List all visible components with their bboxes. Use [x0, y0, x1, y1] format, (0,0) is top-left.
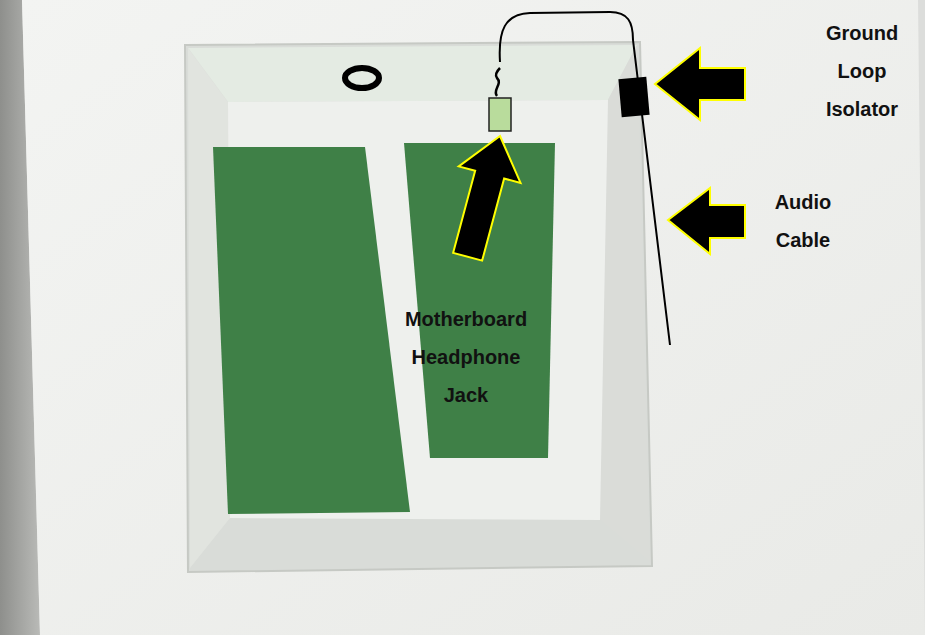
- recess-wall-top: [188, 45, 637, 102]
- audio-cable: [500, 12, 670, 345]
- circuit-board: [213, 147, 410, 514]
- callout-label: Motherboard Headphone Jack: [405, 300, 527, 414]
- recess-frame: [185, 42, 652, 572]
- ground-loop-isolator: [618, 77, 649, 117]
- jack-wire: [496, 68, 500, 96]
- callout-label: Ground Loop Isolator: [826, 14, 898, 128]
- ring: [345, 68, 379, 88]
- housing-panel: [22, 0, 925, 635]
- callout-arrow: [437, 128, 531, 265]
- callout-arrow: [655, 48, 745, 120]
- callout-arrow: [668, 188, 745, 254]
- callout-label: Audio Cable: [775, 183, 832, 259]
- headphone-jack: [489, 98, 511, 131]
